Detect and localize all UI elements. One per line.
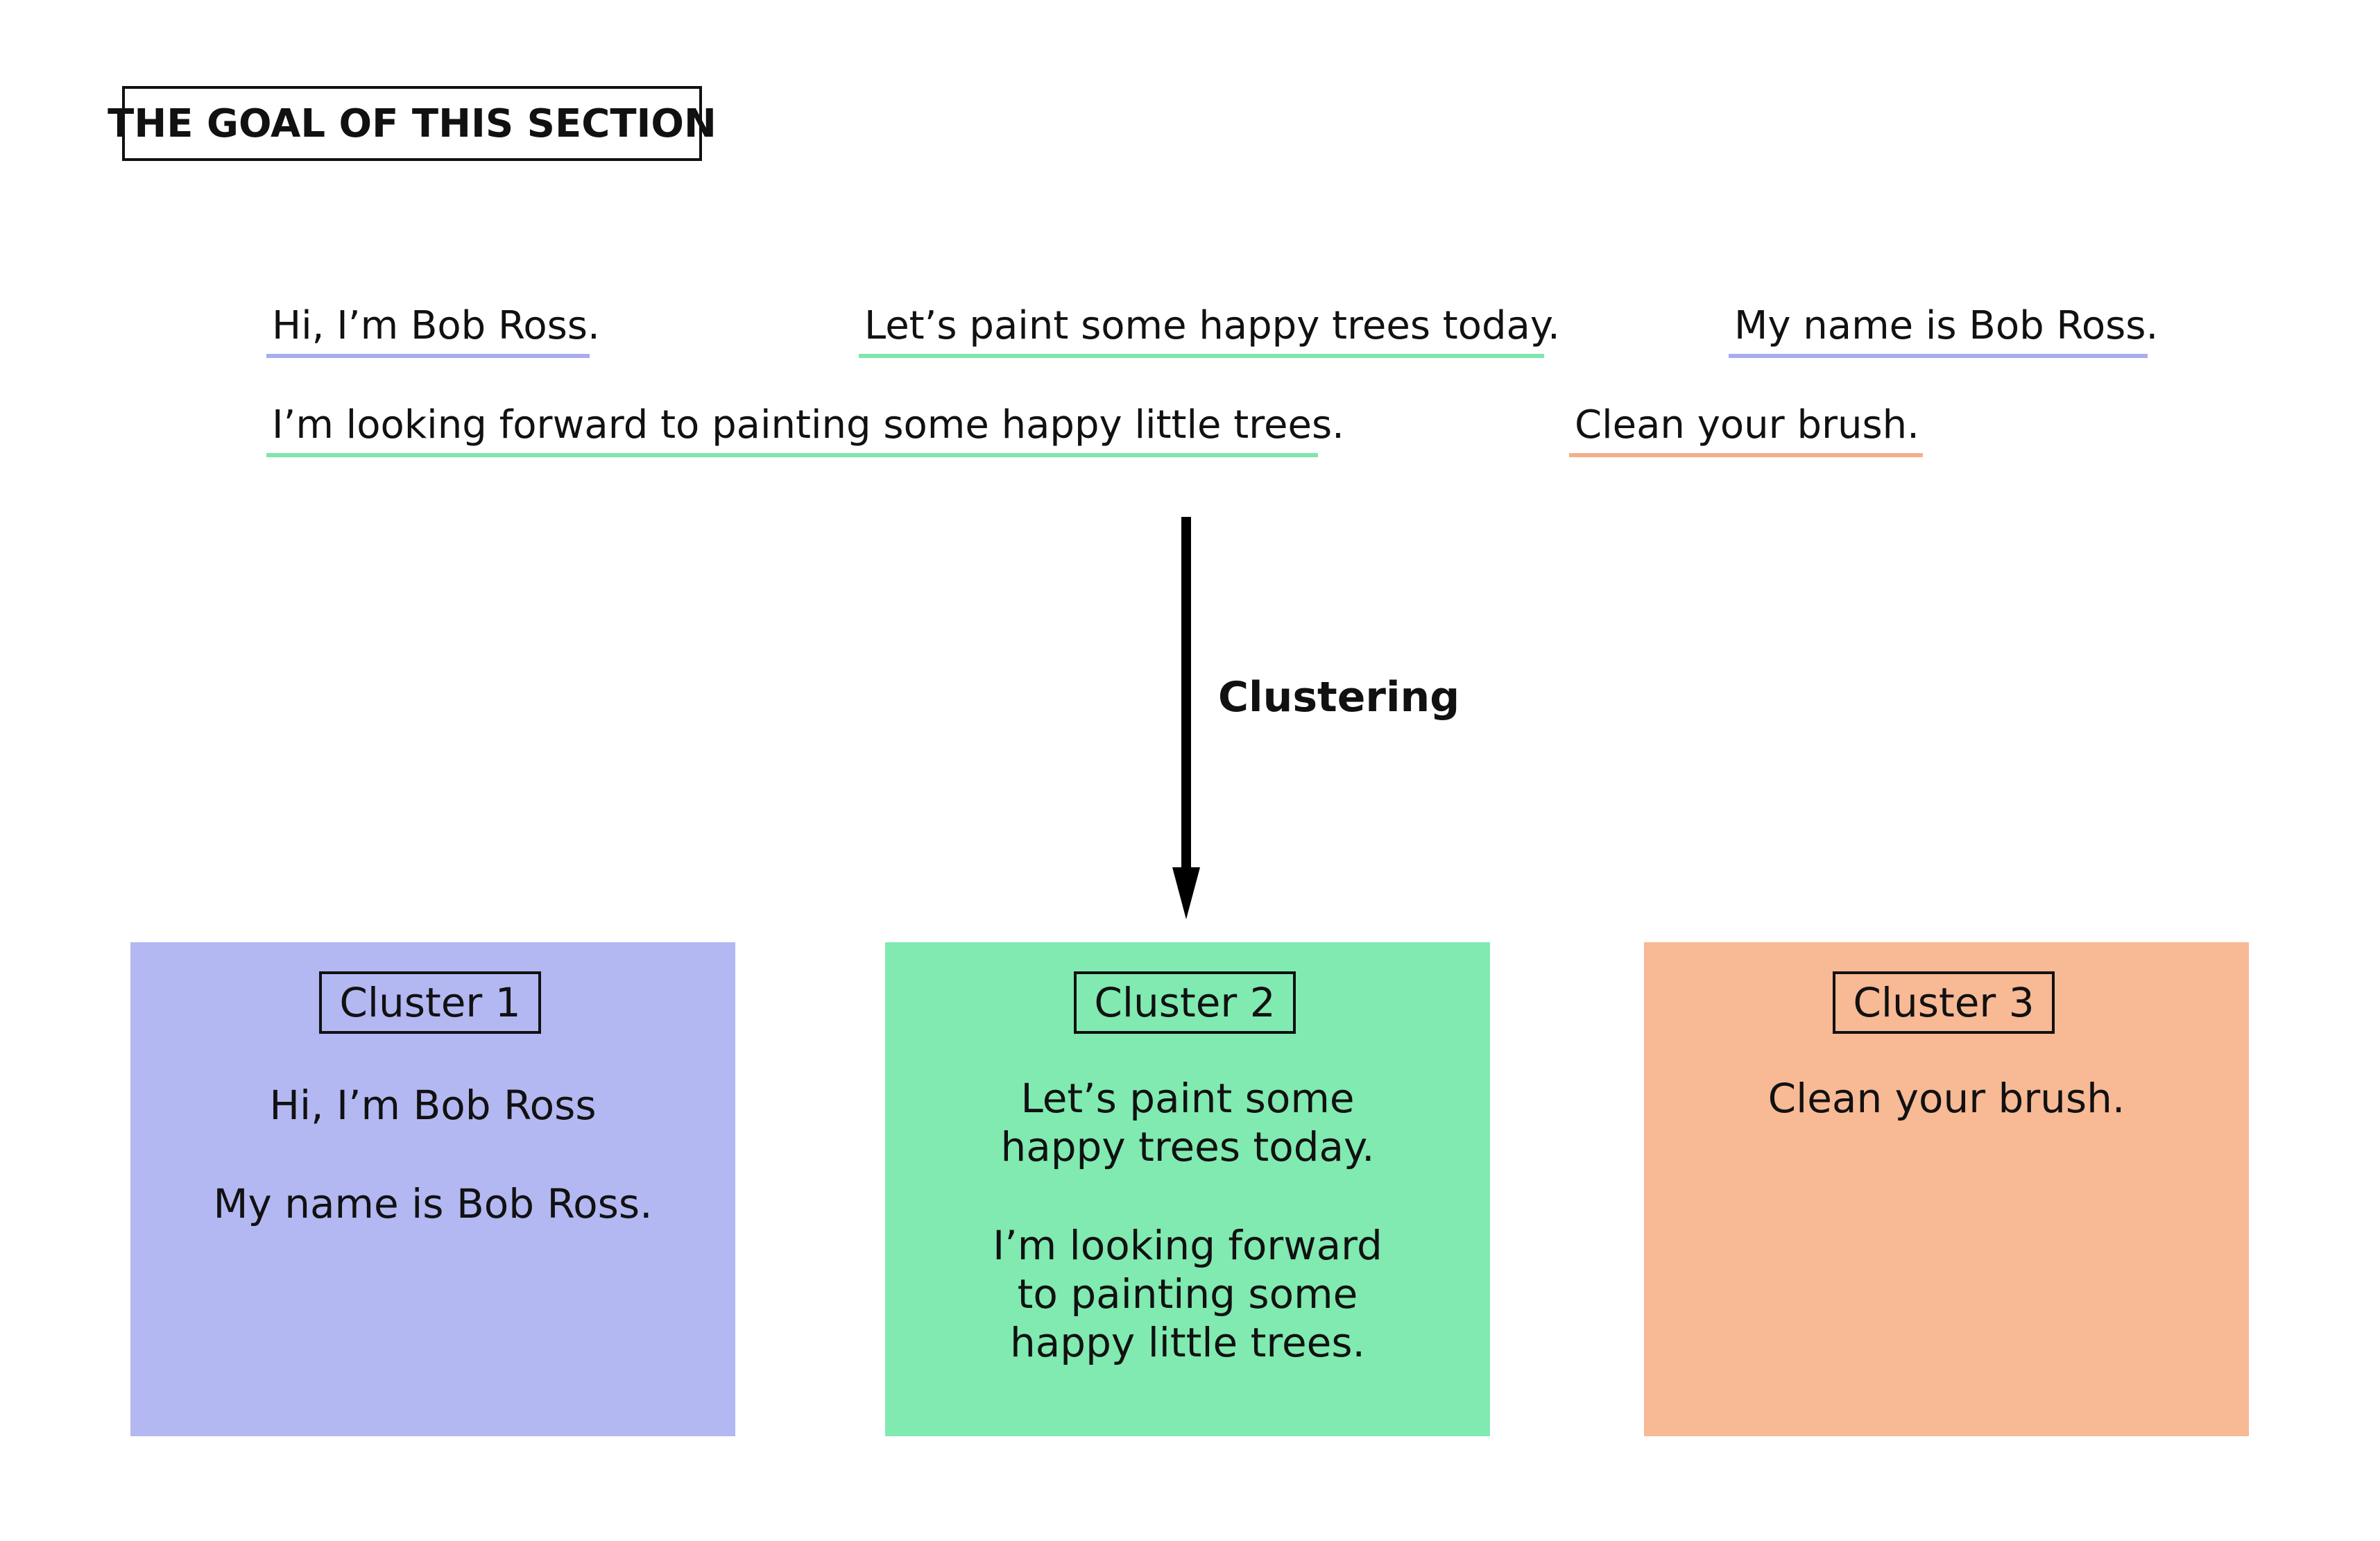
section-title: THE GOAL OF THIS SECTION — [108, 86, 717, 161]
cluster-3-title: Cluster 3 — [1833, 971, 2055, 1034]
cluster-1-box: Cluster 1 Hi, I’m Bob Ross My name is Bo… — [130, 942, 735, 1436]
cluster-3-box: Cluster 3 Clean your brush. — [1644, 942, 2249, 1436]
arrow-label: Clustering — [1218, 673, 1460, 722]
cluster-1-title: Cluster 1 — [319, 971, 541, 1034]
cluster-2-item: I’m looking forward to painting some hap… — [993, 1222, 1382, 1366]
cluster-2-box: Cluster 2 Let’s paint some happy trees t… — [885, 942, 1490, 1436]
sentence-hi-im-bob-ross: Hi, I’m Bob Ross. — [266, 300, 600, 358]
sentence-my-name-is-bob-ross: My name is Bob Ross. — [1729, 300, 2158, 358]
sentence-looking-forward: I’m looking forward to painting some hap… — [266, 399, 1344, 457]
cluster-3-item: Clean your brush. — [1767, 1075, 2125, 1122]
cluster-1-item: Hi, I’m Bob Ross — [269, 1082, 597, 1129]
sentence-lets-paint: Let’s paint some happy trees today. — [859, 300, 1560, 358]
down-arrow — [1165, 517, 1207, 919]
cluster-1-item: My name is Bob Ross. — [213, 1180, 653, 1227]
sentence-clean-your-brush: Clean your brush. — [1569, 399, 1923, 457]
cluster-2-title: Cluster 2 — [1074, 971, 1296, 1034]
cluster-2-item: Let’s paint some happy trees today. — [1000, 1075, 1375, 1170]
